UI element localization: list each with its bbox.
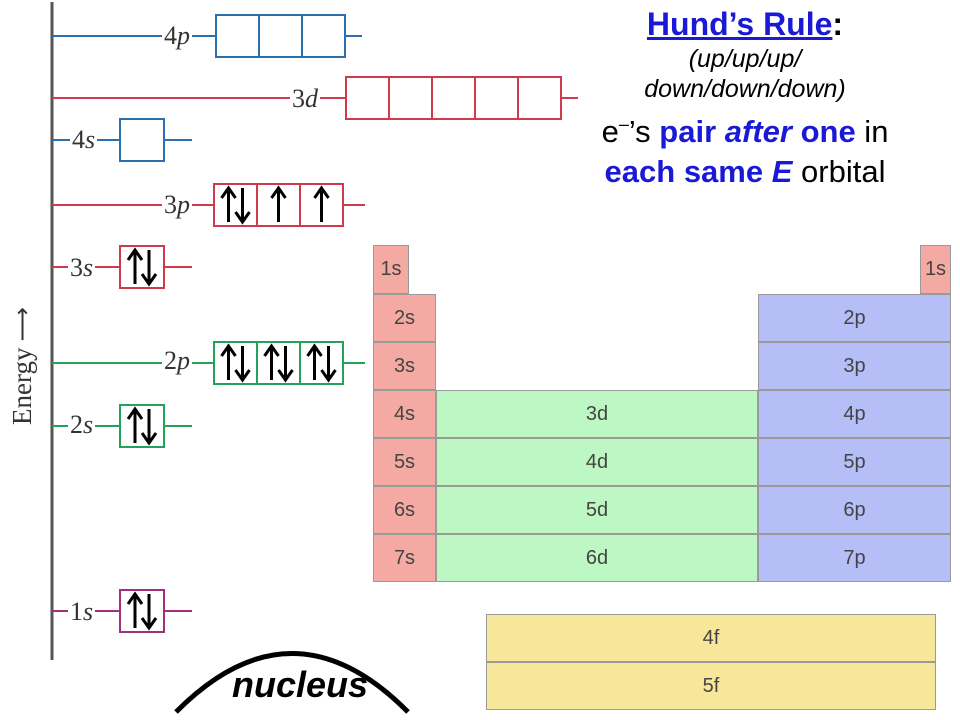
electron-up-arrow-icon <box>126 247 144 284</box>
caption-line-4: each same E orbital <box>604 154 886 189</box>
electron-down-arrow-icon <box>234 346 251 383</box>
level-label-4s: 4s <box>70 125 98 155</box>
block-cell-p-5p: 5p <box>758 438 951 486</box>
level-label-2p: 2p <box>162 346 192 376</box>
block-cell-p-3p: 3p <box>758 342 951 390</box>
orbital-box-3p-1 <box>213 183 258 227</box>
orbital-box-4p-2 <box>258 14 303 58</box>
orbital-box-4p-1 <box>215 14 260 58</box>
level-label-4p: 4p <box>162 21 192 51</box>
electron-up-arrow-icon <box>270 185 287 222</box>
electron-up-arrow-icon <box>313 185 330 222</box>
block-cell-s-3s: 3s <box>373 342 436 390</box>
orbital-box-3s-1 <box>119 245 165 289</box>
orbital-box-3d-2 <box>388 76 433 120</box>
orbital-box-3d-5 <box>517 76 562 120</box>
electron-up-arrow-icon <box>220 185 237 222</box>
block-cell-p-6p: 6p <box>758 486 951 534</box>
orbital-box-3d-1 <box>345 76 390 120</box>
orbital-box-2p-1 <box>213 341 258 385</box>
orbital-box-2s-1 <box>119 404 165 448</box>
caption-line-3: e–’s pair after one in <box>601 114 889 149</box>
energy-axis-label: Energy ⟶ <box>5 275 39 425</box>
block-cell-p-2p: 2p <box>758 294 951 342</box>
electron-down-arrow-icon <box>140 594 158 631</box>
level-label-1s: 1s <box>68 597 96 627</box>
block-cell-d-3d: 3d <box>436 390 758 438</box>
hunds-rule-caption: Hund’s Rule: (up/up/up/ down/down/down) … <box>530 4 960 192</box>
block-cell-d-5d: 5d <box>436 486 758 534</box>
block-cell-s-7s: 7s <box>373 534 436 582</box>
electron-down-arrow-icon <box>277 346 294 383</box>
orbital-box-2p-3 <box>299 341 344 385</box>
level-label-2s: 2s <box>68 410 96 440</box>
level-label-3d: 3d <box>290 84 320 114</box>
orbital-box-3d-4 <box>474 76 519 120</box>
orbital-box-3d-3 <box>431 76 476 120</box>
orbital-box-2p-2 <box>256 341 301 385</box>
electron-up-arrow-icon <box>220 343 237 380</box>
block-cell-s-right-1s: 1s <box>920 245 951 294</box>
block-cell-s-2s: 2s <box>373 294 436 342</box>
electron-down-arrow-icon <box>140 250 158 287</box>
caption-line-1: (up/up/up/ <box>688 45 802 73</box>
orbital-box-4p-3 <box>301 14 346 58</box>
block-cell-s-5s: 5s <box>373 438 436 486</box>
level-label-3p: 3p <box>162 190 192 220</box>
block-cell-f-5f: 5f <box>486 662 936 710</box>
orbital-box-4s-1 <box>119 118 165 162</box>
block-cell-d-4d: 4d <box>436 438 758 486</box>
electron-up-arrow-icon <box>126 406 144 443</box>
energy-label-text: Energy <box>6 347 37 425</box>
block-cell-p-4p: 4p <box>758 390 951 438</box>
electron-down-arrow-icon <box>320 346 337 383</box>
block-cell-s-6s: 6s <box>373 486 436 534</box>
block-cell-s-4s: 4s <box>373 390 436 438</box>
electron-down-arrow-icon <box>140 409 158 446</box>
caption-line-2: down/down/down) <box>644 75 846 103</box>
block-cell-s-1s: 1s <box>373 245 409 294</box>
electron-up-arrow-icon <box>263 343 280 380</box>
caption-heading: Hund’s Rule: <box>646 6 844 42</box>
orbital-box-1s-1 <box>119 589 165 633</box>
nucleus-arc <box>174 651 410 714</box>
electron-up-arrow-icon <box>306 343 323 380</box>
energy-arrow-icon: ⟶ <box>9 307 36 342</box>
block-cell-d-6d: 6d <box>436 534 758 582</box>
block-cell-p-7p: 7p <box>758 534 951 582</box>
nucleus-label: nucleus <box>231 664 369 705</box>
electron-down-arrow-icon <box>234 188 251 225</box>
block-cell-f-4f: 4f <box>486 614 936 662</box>
level-label-3s: 3s <box>68 253 96 283</box>
electron-up-arrow-icon <box>126 591 144 628</box>
